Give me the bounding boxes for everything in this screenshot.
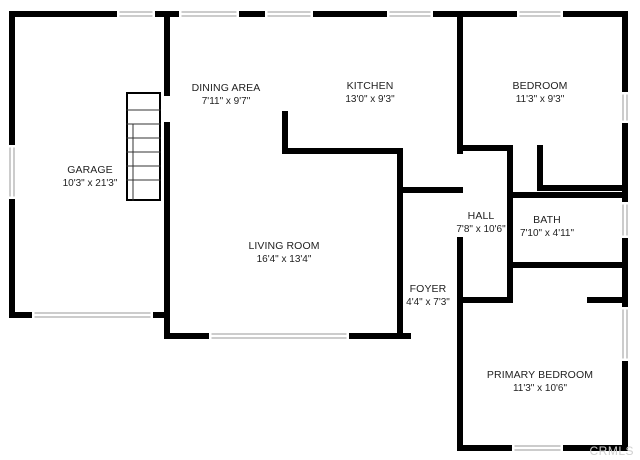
room-name: DINING AREA: [191, 82, 261, 94]
room-name: BEDROOM: [512, 80, 568, 92]
room-dims: 7'10" x 4'11": [519, 228, 575, 239]
room-dims: 10'3" x 21'3": [62, 178, 118, 189]
room-label-garage: GARAGE 10'3" x 21'3": [63, 164, 118, 190]
room-label-dining-area: DINING AREA 7'11" x 9'7": [192, 82, 261, 108]
room-dims: 4'4" x 7'3": [406, 297, 450, 308]
room-dims: 7'8" x 10'6": [456, 224, 506, 235]
room-name: PRIMARY BEDROOM: [486, 369, 594, 381]
room-dims: 13'0" x 9'3": [345, 94, 395, 105]
room-dims: 16'4" x 13'4": [256, 254, 312, 265]
room-name: HALL: [467, 210, 495, 222]
room-label-foyer: FOYER 4'4" x 7'3": [406, 283, 450, 309]
room-label-primary-bedroom: PRIMARY BEDROOM 11'3" x 10'6": [487, 369, 593, 395]
room-name: BATH: [533, 214, 561, 226]
room-name: GARAGE: [67, 164, 113, 176]
room-name: KITCHEN: [346, 80, 394, 92]
room-label-living-room: LIVING ROOM 16'4" x 13'4": [248, 240, 319, 266]
room-dims: 7'11" x 9'7": [201, 96, 251, 107]
room-label-kitchen: KITCHEN 13'0" x 9'3": [345, 80, 394, 106]
room-name: LIVING ROOM: [248, 240, 320, 252]
room-label-bedroom: BEDROOM 11'3" x 9'3": [513, 80, 568, 106]
room-dims: 11'3" x 9'3": [515, 94, 565, 105]
watermark: CRMLS: [589, 444, 634, 458]
room-label-bath: BATH 7'10" x 4'11": [520, 214, 574, 240]
room-name: FOYER: [409, 283, 447, 295]
room-label-hall: HALL 7'8" x 10'6": [456, 210, 505, 236]
room-dims: 11'3" x 10'6": [512, 383, 568, 394]
